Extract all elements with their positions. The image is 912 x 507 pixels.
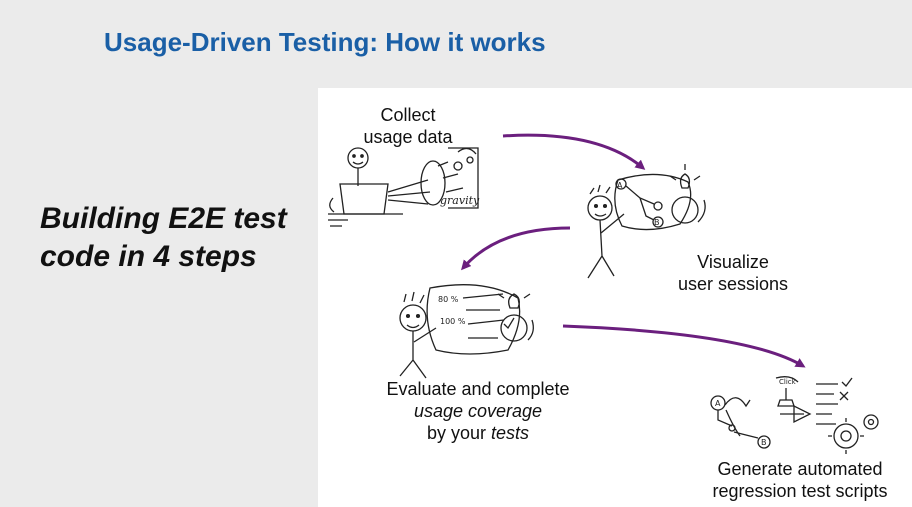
collect-line1: Collect: [380, 105, 436, 125]
evaluate-line3-emphasis: tests: [491, 423, 530, 443]
visualize-node-b: B: [654, 218, 660, 227]
side-heading: Building E2E test code in 4 steps: [40, 202, 287, 273]
flow-arrow-3: [562, 324, 806, 368]
step-collect-caption: Collect usage data: [348, 104, 468, 148]
slide-title: Usage-Driven Testing: How it works: [104, 27, 546, 57]
flow-arrow-2: [461, 226, 571, 271]
step-generate-caption: Generate automated regression test scrip…: [688, 458, 912, 502]
step-evaluate-caption: Evaluate and complete usage coverage by …: [358, 378, 598, 444]
evaluate-sketch: [399, 284, 534, 379]
visualize-node-a: A: [617, 181, 623, 190]
coverage-100-label: 100 %: [440, 317, 466, 326]
generate-line2: regression test scripts: [712, 481, 888, 501]
step-visualize-caption: Visualize user sessions: [663, 251, 803, 295]
generate-sketch: [710, 376, 879, 454]
collect-line2: usage data: [363, 127, 453, 147]
gravity-label: gravity: [440, 194, 480, 207]
visualize-line2: user sessions: [677, 274, 789, 294]
generate-node-b: B: [761, 438, 767, 447]
visualize-line1: Visualize: [697, 252, 769, 272]
evaluate-line3: by your tests: [358, 422, 598, 444]
visualize-sketch: [587, 164, 706, 279]
flow-arrow-1: [502, 133, 646, 170]
collect-sketch: [328, 147, 479, 227]
illustration-panel: gravity A B: [318, 88, 912, 507]
generate-node-a: A: [715, 399, 721, 408]
generate-line1: Generate automated: [717, 459, 883, 479]
evaluate-line1: Evaluate and complete: [386, 379, 570, 399]
coverage-80-label: 80 %: [438, 295, 459, 304]
click-label: Click: [779, 378, 797, 386]
evaluate-line3-prefix: by your: [426, 423, 491, 443]
evaluate-line2: usage coverage: [413, 401, 543, 421]
process-illustration: gravity A B: [328, 133, 879, 454]
